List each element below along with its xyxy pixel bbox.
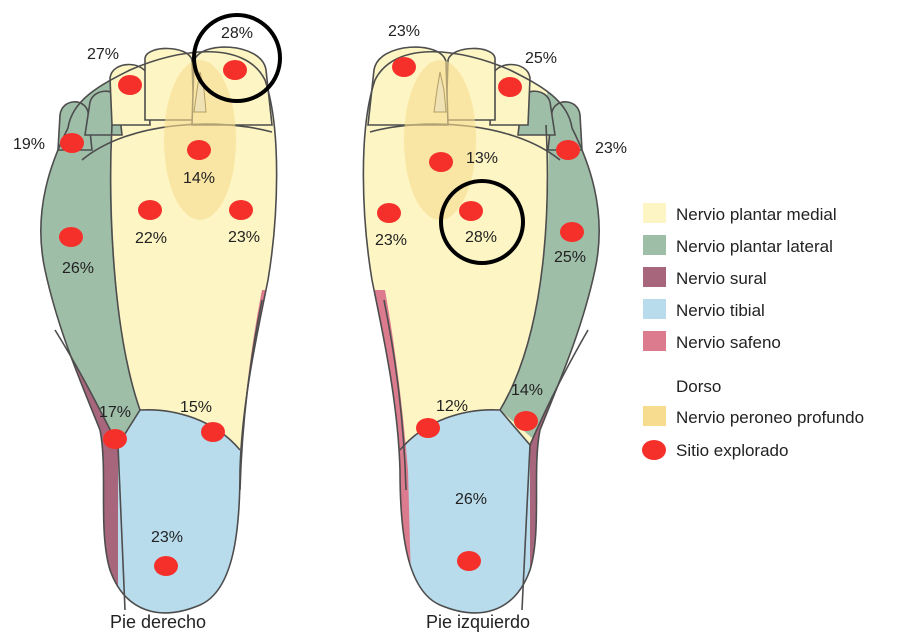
- site-marker: [514, 411, 538, 431]
- site-marker: [103, 429, 127, 449]
- percent-label: 12%: [436, 398, 468, 415]
- percent-label: 25%: [554, 249, 586, 266]
- legend-item-sural: Nervio sural: [643, 267, 767, 288]
- site-marker: [457, 551, 481, 571]
- site-marker: [498, 77, 522, 97]
- percent-label: 14%: [183, 170, 215, 187]
- legend: Nervio plantar medial Nervio plantar lat…: [642, 203, 864, 460]
- percent-label: 23%: [228, 229, 260, 246]
- site-marker: [392, 57, 416, 77]
- percent-label: 19%: [13, 136, 45, 153]
- right-foot-caption: Pie derecho: [110, 612, 206, 632]
- legend-swatch: [643, 331, 666, 351]
- right-peroneo-zone: [164, 60, 236, 220]
- percent-label: 14%: [511, 382, 543, 399]
- legend-swatch: [643, 203, 666, 223]
- site-marker: [377, 203, 401, 223]
- percent-label: 15%: [180, 399, 212, 416]
- percent-label: 23%: [595, 140, 627, 157]
- percent-label: 22%: [135, 230, 167, 247]
- legend-item-site: Sitio explorado: [642, 440, 788, 460]
- site-marker: [416, 418, 440, 438]
- legend-label: Nervio plantar lateral: [676, 237, 833, 256]
- site-marker: [59, 227, 83, 247]
- percent-label: 25%: [525, 50, 557, 67]
- site-marker: [138, 200, 162, 220]
- legend-swatch: [643, 299, 666, 319]
- legend-label: Nervio plantar medial: [676, 205, 837, 224]
- percent-label: 17%: [99, 404, 131, 421]
- site-marker: [187, 140, 211, 160]
- site-marker: [429, 152, 453, 172]
- percent-label: 23%: [375, 232, 407, 249]
- percent-label: 28%: [221, 25, 253, 42]
- right-tibial-zone: [118, 410, 240, 620]
- percent-label: 28%: [465, 229, 497, 246]
- legend-swatch: [643, 235, 666, 255]
- left-foot: 23% 25% 23% 13% 23% 28% 25% 12% 14% 26% …: [350, 23, 627, 632]
- left-foot-caption: Pie izquierdo: [426, 612, 530, 632]
- left-tibial-zone: [400, 410, 530, 620]
- site-marker: [60, 133, 84, 153]
- legend-label: Nervio safeno: [676, 333, 781, 352]
- legend-swatch: [643, 267, 666, 287]
- legend-swatch: [643, 406, 666, 426]
- percent-label: 13%: [466, 150, 498, 167]
- site-marker: [459, 201, 483, 221]
- percent-label: 23%: [388, 23, 420, 40]
- site-marker: [556, 140, 580, 160]
- legend-item-peroneo: Nervio peroneo profundo: [643, 406, 864, 427]
- legend-item-safeno: Nervio safeno: [643, 331, 781, 352]
- legend-label: Nervio peroneo profundo: [676, 408, 864, 427]
- site-marker: [154, 556, 178, 576]
- site-marker: [560, 222, 584, 242]
- right-foot: 28% 27% 19% 14% 22% 23% 26% 17% 15% 23% …: [13, 15, 290, 632]
- percent-label: 23%: [151, 529, 183, 546]
- legend-label: Nervio sural: [676, 269, 767, 288]
- site-marker: [118, 75, 142, 95]
- legend-dorso-heading: Dorso: [676, 377, 721, 396]
- legend-item-plantar-medial: Nervio plantar medial: [643, 203, 837, 224]
- left-peroneo-zone: [404, 60, 476, 220]
- site-marker: [223, 60, 247, 80]
- legend-label: Sitio explorado: [676, 441, 788, 460]
- legend-label: Nervio tibial: [676, 301, 765, 320]
- legend-item-plantar-lateral: Nervio plantar lateral: [643, 235, 833, 256]
- legend-item-tibial: Nervio tibial: [643, 299, 765, 320]
- percent-label: 26%: [455, 491, 487, 508]
- legend-site-marker: [642, 440, 666, 460]
- site-marker: [229, 200, 253, 220]
- percent-label: 26%: [62, 260, 94, 277]
- site-marker: [201, 422, 225, 442]
- percent-label: 27%: [87, 46, 119, 63]
